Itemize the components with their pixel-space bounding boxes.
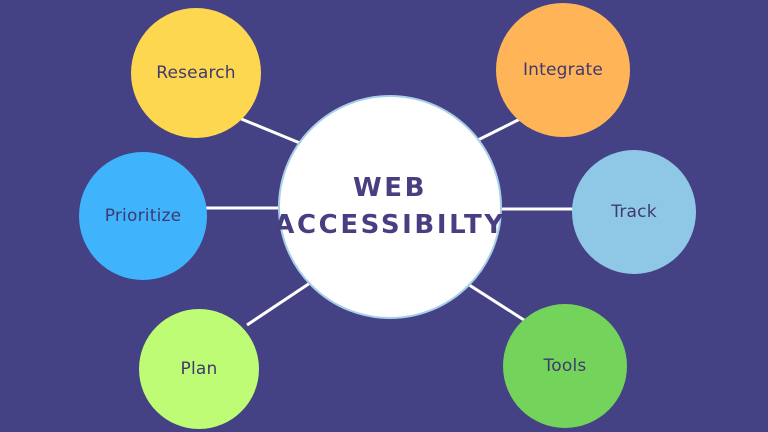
- node-prioritize[interactable]: Prioritize: [79, 152, 207, 280]
- node-track[interactable]: Track: [572, 150, 696, 274]
- connector-plan-to-center: [246, 279, 314, 327]
- node-plan[interactable]: Plan: [139, 309, 259, 429]
- node-plan-label: Plan: [180, 358, 218, 379]
- node-prioritize-label: Prioritize: [104, 205, 182, 226]
- center-hub-title: WEB ACCESSIBILTY: [274, 173, 506, 240]
- node-integrate-label: Integrate: [522, 59, 604, 80]
- connector-tools-to-center: [462, 279, 525, 322]
- node-tools[interactable]: Tools: [503, 304, 627, 428]
- node-integrate[interactable]: Integrate: [496, 3, 630, 137]
- node-tools-label: Tools: [543, 355, 587, 376]
- node-track-label: Track: [611, 201, 657, 222]
- node-research[interactable]: Research: [131, 8, 261, 138]
- node-research-label: Research: [156, 62, 236, 83]
- node-center-hub[interactable]: WEB ACCESSIBILTY: [274, 95, 503, 319]
